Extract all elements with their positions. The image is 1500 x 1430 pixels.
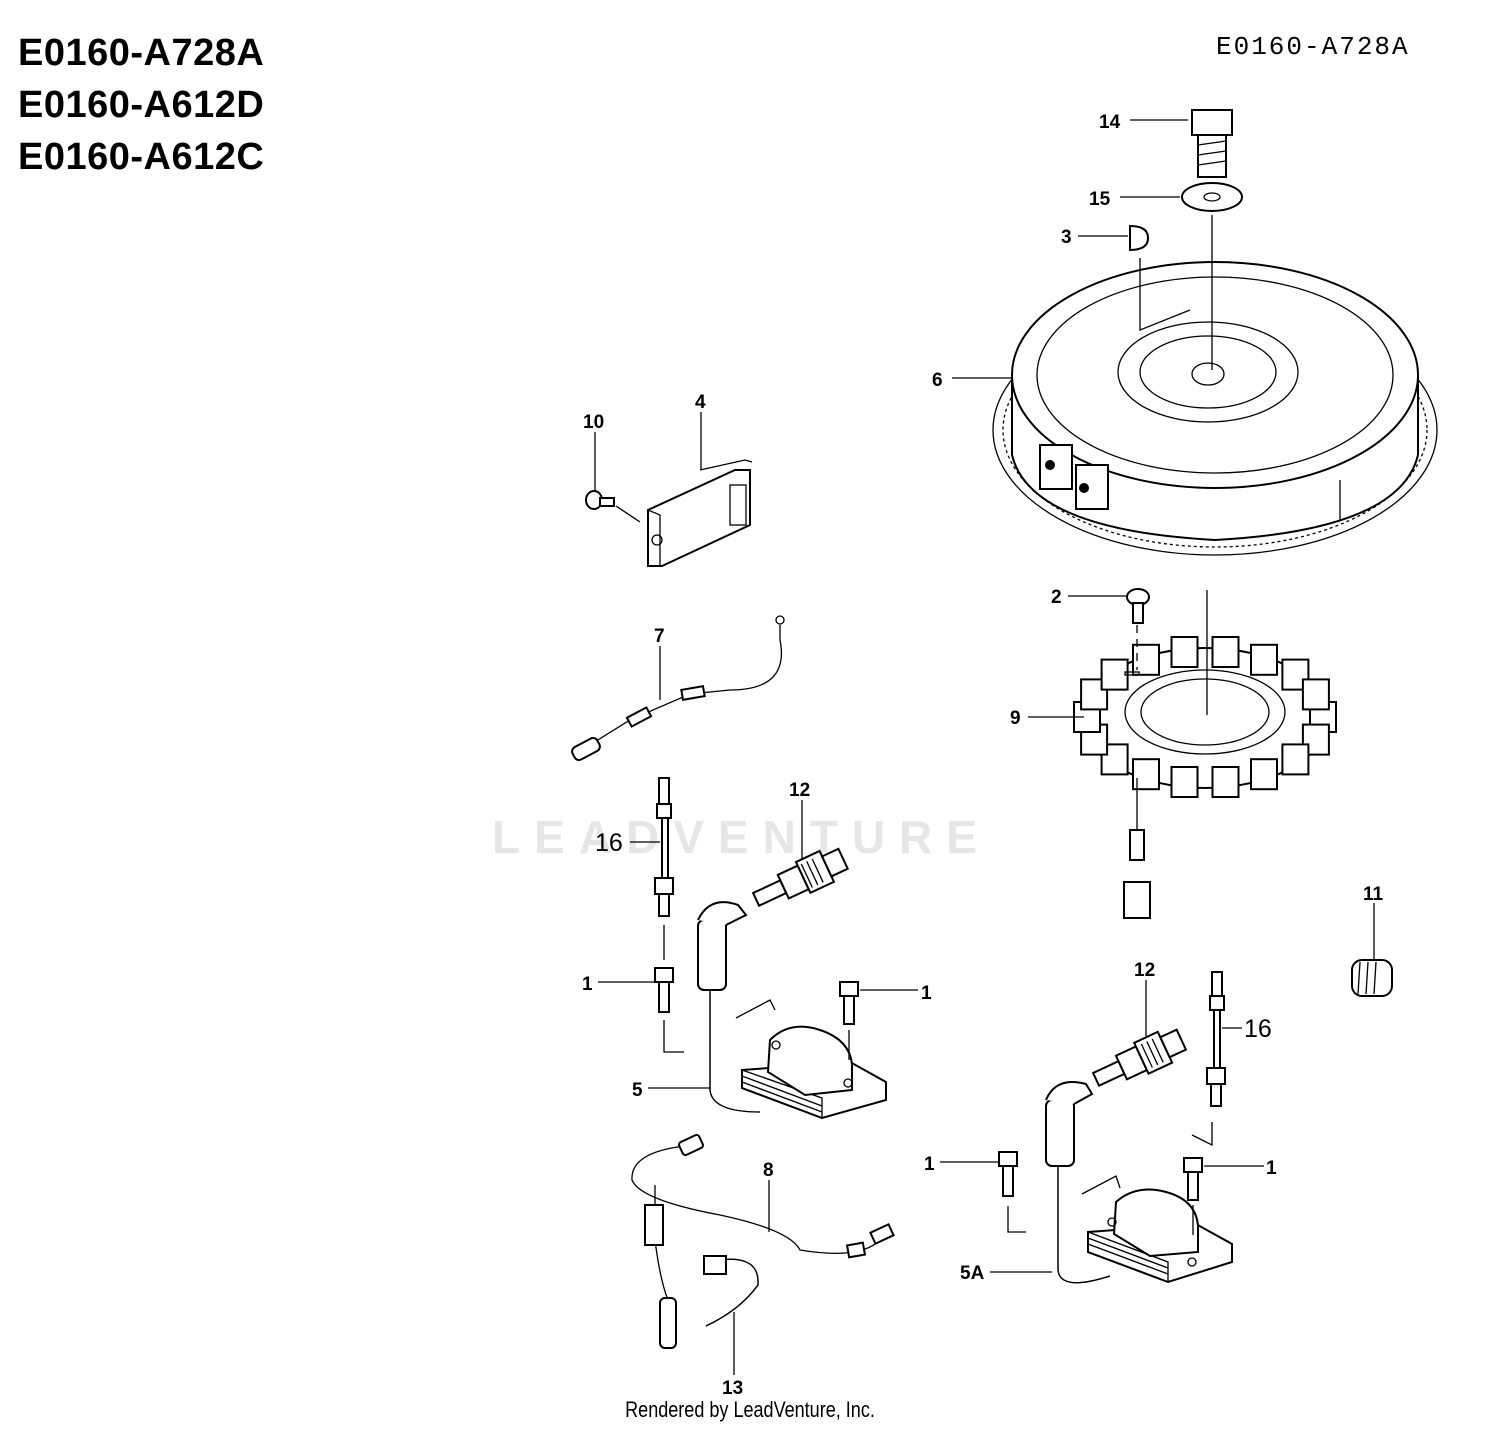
leader-lines (594, 119, 1375, 1375)
callout-11: 11 (1363, 884, 1384, 905)
callout-1: 1 (582, 974, 593, 995)
coil-bolt-part[interactable] (1183, 1157, 1203, 1235)
model-number-1: E0160-A728A (18, 32, 265, 74)
diagram-code: E0160-A728A (1216, 32, 1410, 62)
callout-6: 6 (932, 370, 943, 391)
stator-tooth (1301, 678, 1330, 711)
callout-1: 1 (924, 1154, 935, 1175)
stator-tooth (1250, 758, 1278, 791)
callout-13: 13 (722, 1378, 743, 1399)
callout-1: 1 (921, 983, 932, 1004)
callout-2: 2 (1051, 587, 1062, 608)
stud-part[interactable] (1191, 971, 1226, 1147)
flywheel-bolt-part[interactable] (1191, 109, 1233, 178)
flywheel-part[interactable] (992, 261, 1438, 556)
stud-part[interactable] (654, 777, 674, 960)
model-number-3: E0160-A612C (18, 136, 265, 178)
plug-part[interactable] (1351, 959, 1393, 997)
callout-12: 12 (789, 780, 810, 801)
coil-bolt-part[interactable] (654, 967, 674, 1013)
spark-plug-part[interactable] (749, 843, 850, 914)
stator-tooth (1211, 766, 1240, 798)
stator-tooth (1281, 743, 1310, 776)
callout-9: 9 (1010, 708, 1021, 729)
callout-16: 16 (595, 829, 623, 857)
ignition-coil-part[interactable] (1007, 1081, 1233, 1284)
coil-bolt-part[interactable] (998, 1151, 1018, 1197)
stator-tooth (1170, 766, 1199, 798)
stator-tooth (1170, 636, 1199, 668)
flywheel-key-part[interactable] (1129, 224, 1150, 252)
callout-3: 3 (1061, 227, 1072, 248)
callout-4: 4 (695, 392, 706, 413)
bracket-part[interactable] (647, 459, 753, 567)
callout-15: 15 (1089, 189, 1111, 210)
bracket-screw-part[interactable] (585, 490, 641, 523)
callout-10: 10 (583, 412, 604, 433)
callout-1: 1 (1266, 1158, 1277, 1179)
callout-labels: 14 15 3 6 10 4 2 9 7 12 16 11 1 1 5 12 1… (582, 112, 1384, 1399)
clamp-part[interactable] (703, 1255, 759, 1327)
callout-16: 16 (1244, 1015, 1272, 1043)
stator-tooth (1301, 723, 1330, 756)
stator-tooth (1100, 658, 1129, 691)
callout-5: 5 (632, 1080, 643, 1101)
callout-8: 8 (763, 1160, 774, 1181)
stator-tooth (1250, 643, 1278, 676)
callout-5a: 5A (960, 1263, 985, 1284)
stator-tooth (1132, 758, 1160, 791)
coil-bolt-part[interactable] (839, 981, 859, 1060)
stator-part[interactable] (1073, 590, 1337, 919)
wire-harness-part[interactable] (631, 1133, 895, 1349)
spark-plug-part[interactable] (1089, 1024, 1189, 1095)
stator-tooth (1211, 636, 1240, 668)
watermark: LEADVENTURE (492, 811, 992, 863)
footer-credit: Rendered by LeadVenture, Inc. (625, 1397, 875, 1422)
ignition-coil-part[interactable] (663, 901, 887, 1120)
callout-12: 12 (1134, 960, 1155, 981)
model-number-2: E0160-A612D (18, 84, 265, 126)
stator-screw-part[interactable] (1126, 588, 1150, 670)
callout-14: 14 (1099, 112, 1121, 133)
callout-7: 7 (654, 626, 665, 647)
lead-wire-part[interactable] (570, 615, 785, 762)
washer-part[interactable] (1181, 182, 1243, 212)
